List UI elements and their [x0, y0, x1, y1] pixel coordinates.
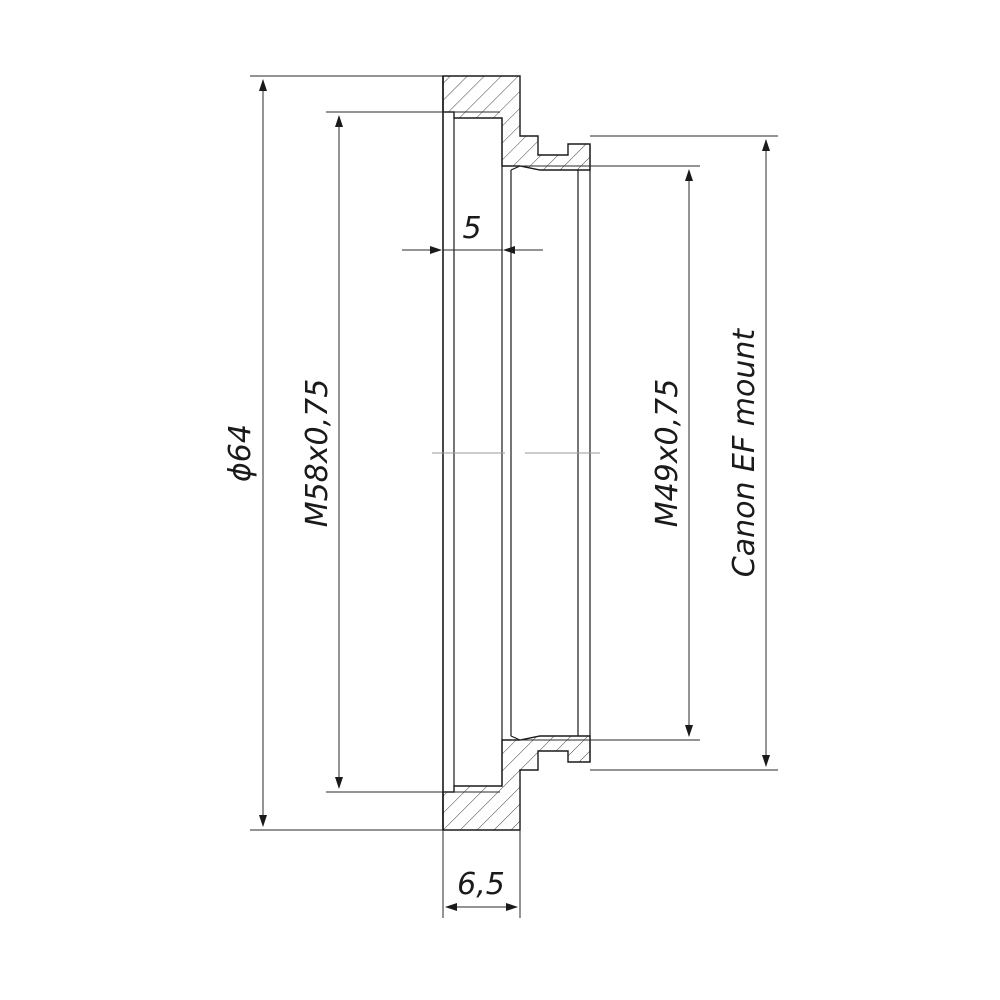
label-outer-diameter: ϕ64 — [223, 424, 258, 482]
label-mount: Canon EF mount — [727, 328, 762, 578]
hatched-section-bottom — [442, 735, 591, 831]
section-lower — [442, 735, 591, 831]
hatched-section-top — [442, 75, 591, 171]
label-front-thread: M58x0,75 — [300, 379, 335, 528]
dimension-lines — [259, 79, 770, 911]
label-rear-thread: M49x0,75 — [650, 379, 685, 528]
label-depth-front: 5 — [462, 211, 481, 246]
label-total-thickness: 6,5 — [457, 867, 505, 902]
section-upper — [442, 75, 591, 171]
extension-lines — [250, 75, 778, 918]
dimension-labels: ϕ64 M58x0,75 M49x0,75 Canon EF mount 5 6… — [223, 211, 762, 902]
